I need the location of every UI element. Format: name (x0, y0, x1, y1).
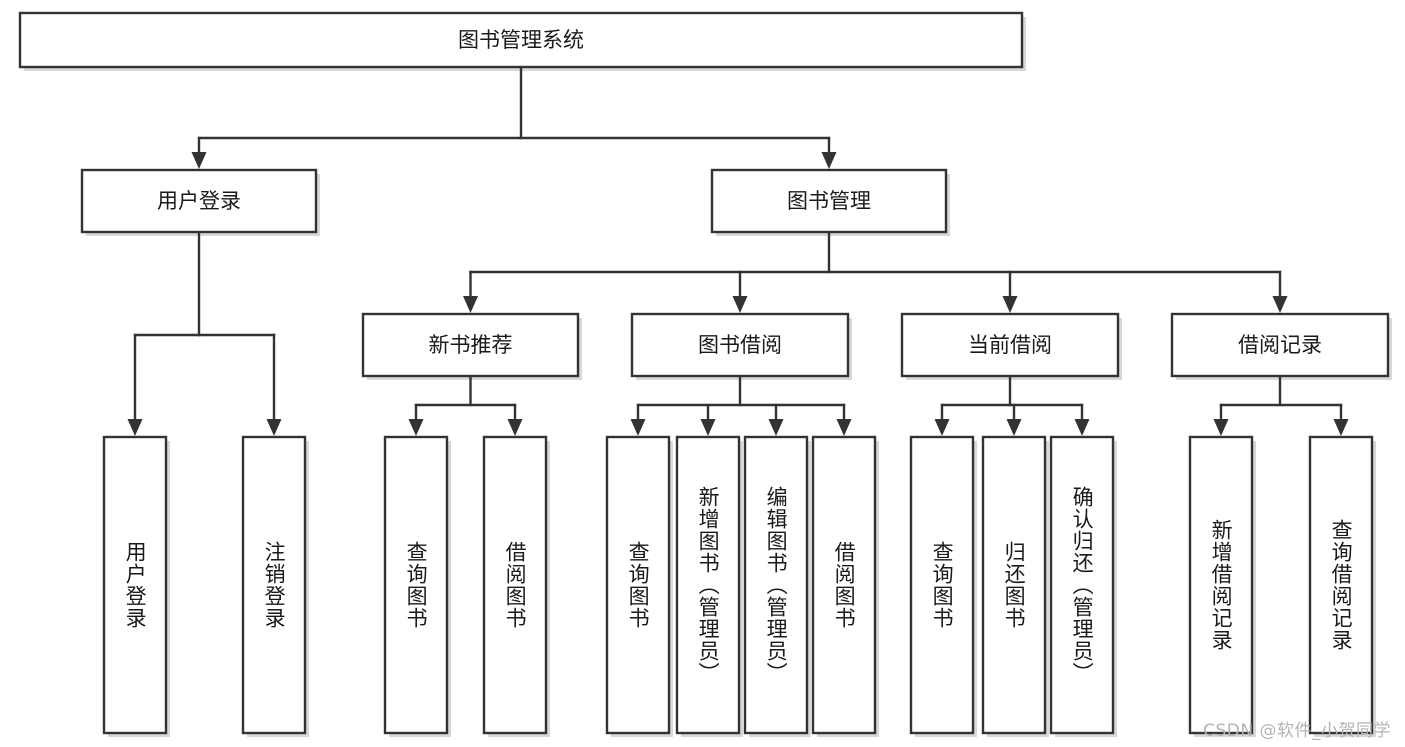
node-box-layer (18, 11, 1390, 735)
node-box-l8[interactable] (811, 435, 877, 735)
node-box-records[interactable] (1170, 312, 1390, 378)
node-label-records: 借阅记录 (1238, 333, 1322, 357)
edge-arrowhead (732, 296, 748, 313)
edge-arrowhead (408, 419, 424, 436)
node-label-root: 图书管理系统 (458, 28, 584, 52)
node-box-l1[interactable] (102, 435, 168, 735)
connector-layer (127, 65, 1349, 436)
edge-arrowhead (768, 419, 784, 436)
edge-arrowhead (507, 419, 523, 436)
csdn-watermark: CSDN @软件_小贺同学 (1203, 721, 1391, 741)
node-label-login: 用户登录 (157, 189, 241, 213)
edge-arrowhead (266, 419, 282, 436)
node-box-l12[interactable] (1188, 435, 1254, 735)
edge-arrowhead (127, 419, 143, 436)
node-box-current[interactable] (900, 312, 1120, 378)
node-box-l7[interactable] (743, 435, 809, 735)
edge-arrowhead (700, 419, 716, 436)
edge-arrowhead (1074, 419, 1090, 436)
node-box-l3[interactable] (383, 435, 449, 735)
node-box-l13[interactable] (1308, 435, 1374, 735)
node-label-current: 当前借阅 (968, 333, 1052, 357)
node-box-l5[interactable] (605, 435, 671, 735)
node-box-l9[interactable] (909, 435, 975, 735)
node-box-borrow[interactable] (630, 312, 850, 378)
node-box-l6[interactable] (675, 435, 741, 735)
edge-arrowhead (1333, 419, 1349, 436)
edge-arrowhead (630, 419, 646, 436)
node-box-l2[interactable] (241, 435, 307, 735)
edge-arrowhead (463, 296, 478, 313)
edge-arrowhead (1213, 419, 1229, 436)
node-box-login[interactable] (80, 168, 318, 234)
node-label-newbook: 新书推荐 (429, 333, 513, 357)
node-box-l11[interactable] (1049, 435, 1115, 735)
node-label-borrow: 图书借阅 (698, 333, 782, 357)
node-box-l4[interactable] (482, 435, 548, 735)
edge-arrowhead (191, 152, 207, 169)
node-box-bookmgmt[interactable] (710, 168, 948, 234)
node-box-root[interactable] (18, 11, 1024, 69)
edge-arrowhead (821, 152, 837, 169)
node-box-newbook[interactable] (361, 312, 580, 378)
edge-arrowhead (1002, 296, 1018, 313)
edge-arrowhead (1272, 296, 1288, 313)
edge-arrowhead (1006, 419, 1022, 436)
edge-arrowhead (836, 419, 852, 436)
node-label-bookmgmt: 图书管理 (787, 189, 871, 213)
node-box-l10[interactable] (981, 435, 1047, 735)
edge-arrowhead (934, 419, 950, 436)
